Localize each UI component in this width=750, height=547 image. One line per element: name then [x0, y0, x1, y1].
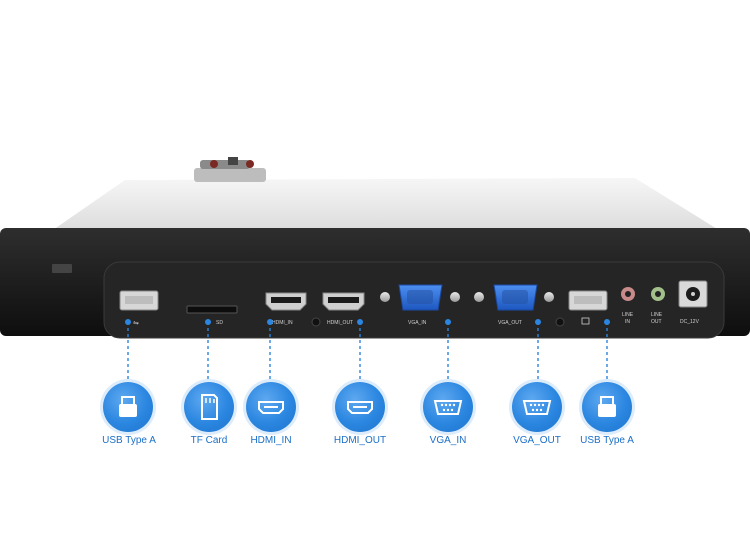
callout-usb-left — [103, 382, 153, 432]
line-in-jack — [621, 287, 635, 301]
line-out-text-2: OUT — [651, 319, 662, 325]
usb-symbol-right — [581, 317, 590, 325]
hdmi-out-port — [322, 292, 365, 311]
callout-vga-in — [423, 382, 473, 432]
usb-port-left — [119, 290, 159, 311]
usb-port-right — [568, 290, 608, 311]
vga-in-text: VGA_IN — [408, 320, 427, 326]
callout-label-vga-in: VGA_IN — [429, 435, 467, 446]
callout-label-hdmi-out: HDMI_OUT — [333, 435, 387, 446]
vga-out-port — [474, 284, 554, 311]
screw-hole — [555, 317, 565, 327]
line-in-text-2: IN — [625, 319, 630, 325]
dc-text: DC_12V — [680, 319, 700, 325]
callout-usb-right — [582, 382, 632, 432]
vga-port-icon — [522, 400, 552, 415]
callout-hdmi-in — [246, 382, 296, 432]
leader-dots — [125, 319, 610, 325]
vga-out-text: VGA_OUT — [498, 320, 522, 326]
hdmi-port-icon — [347, 401, 373, 414]
device-top-surface — [50, 178, 722, 232]
sd-card-icon — [201, 394, 218, 420]
callout-hdmi-out — [335, 382, 385, 432]
callout-label-hdmi-in: HDMI_IN — [250, 435, 292, 446]
usb-icon — [598, 396, 616, 417]
vga-in-port — [380, 284, 460, 311]
hdmi-port-icon — [258, 401, 284, 414]
lock-slot — [52, 264, 72, 273]
hdmi-in-port — [265, 292, 307, 311]
callout-vga-out — [512, 382, 562, 432]
sd-text: SD — [216, 320, 223, 326]
dc-jack — [678, 280, 708, 308]
top-knob — [194, 157, 266, 182]
usb-symbol-left: ⇋ — [133, 320, 139, 327]
callout-label-usb-left: USB Type A — [102, 435, 156, 446]
vga-port-icon — [433, 400, 463, 415]
hdmi-out-text: HDMI_OUT — [327, 320, 353, 326]
line-in-text-1: LINE — [622, 312, 634, 318]
callout-label-vga-out: VGA_OUT — [513, 435, 561, 446]
line-out-jack — [651, 287, 665, 301]
screw-hole — [311, 317, 321, 327]
leader-lines — [127, 322, 608, 382]
callout-label-tf-card: TF Card — [190, 435, 228, 446]
line-out-text-1: LINE — [651, 312, 663, 318]
hdmi-in-text: HDMI_IN — [272, 320, 293, 326]
callout-tf-card — [184, 382, 234, 432]
usb-icon — [119, 396, 137, 417]
callout-label-usb-right: USB Type A — [580, 435, 634, 446]
sd-slot — [186, 305, 238, 314]
